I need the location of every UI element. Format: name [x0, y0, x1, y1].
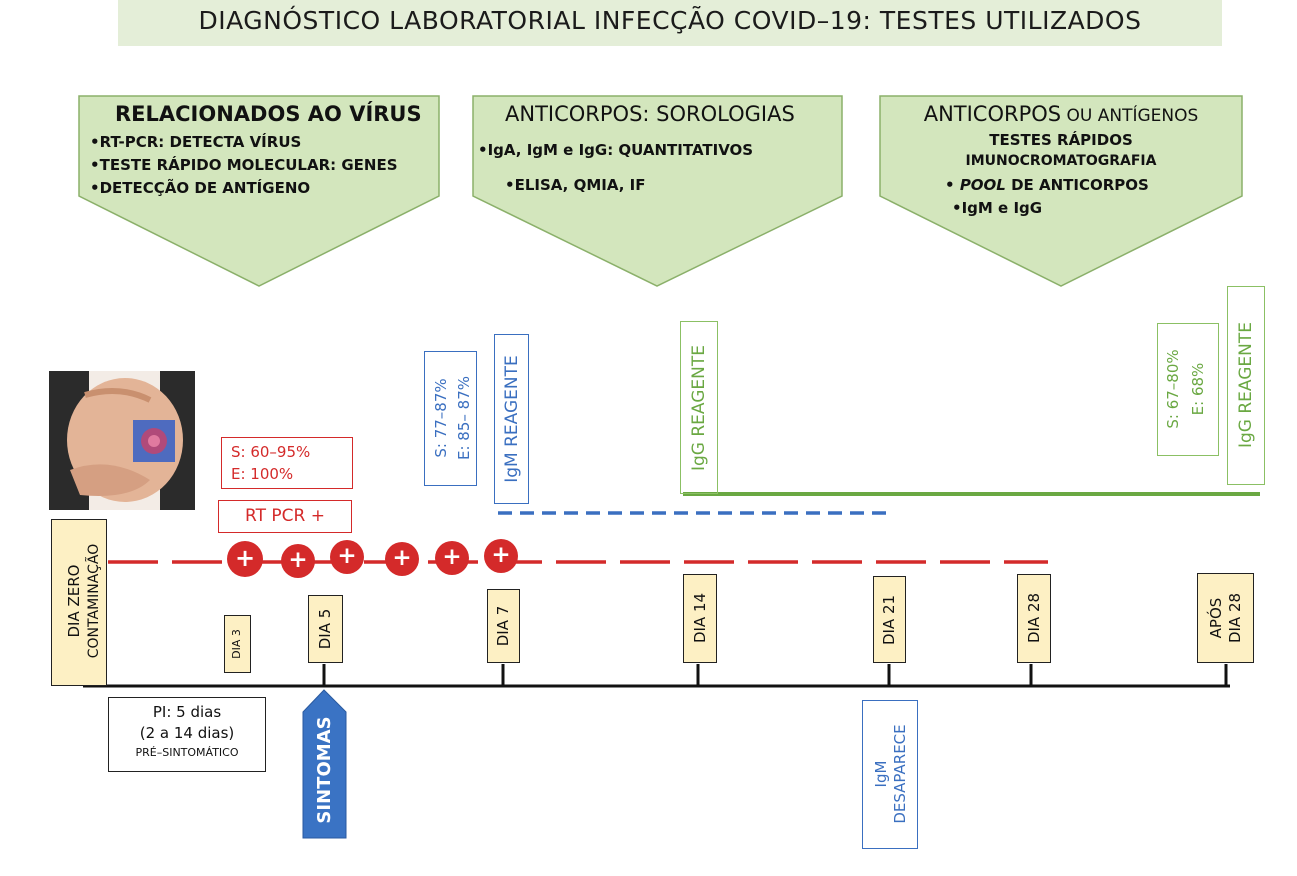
- panel-rapid-heading-bold: ANTICORPOS: [923, 102, 1062, 126]
- incubation-line3: PRÉ–SINTOMÁTICO: [135, 746, 239, 759]
- panel-serology-item: •ELISA, QMIA, IF: [505, 176, 646, 194]
- rtpcr-plus-marker: +: [330, 540, 364, 574]
- incubation-line1: PI: 5 dias: [152, 703, 222, 721]
- day-5-box: [308, 595, 343, 663]
- day-3-label: DIA 3: [230, 629, 243, 659]
- panel-serology-heading: ANTICORPOS: SOROLOGIAS: [505, 102, 795, 126]
- pool-rest: DE ANTICORPOS: [1005, 176, 1149, 194]
- day-zero-label: DIA ZERO: [65, 564, 83, 638]
- rtpcr-sensitivity-box: S: 60–95% E: 100%: [221, 437, 353, 489]
- igg-sensitivity: S: 67–80%: [1164, 349, 1182, 429]
- panel-rapid-heading: ANTICORPOS OU ANTÍGENOS: [880, 102, 1242, 126]
- igg-reagent-label: IgG REAGENTE: [689, 344, 709, 472]
- igg-sensitivity-box: [1157, 323, 1219, 456]
- panel-virus-item: •RT-PCR: DETECTA VÍRUS: [90, 133, 302, 151]
- rtpcr-plus-marker: +: [281, 544, 315, 578]
- panel-rapid-heading-rest: OU ANTÍGENOS: [1061, 106, 1199, 126]
- day-21-label: DIA 21: [880, 594, 898, 646]
- rtpcr-plus-marker: +: [484, 539, 518, 573]
- igm-sensitivity: S: 77–87%: [432, 378, 450, 458]
- rtpcr-sensitivity: S: 60–95%: [231, 443, 311, 461]
- panel-serology-shape: [472, 95, 843, 287]
- panel-rapid-line: •IgM e IgG: [952, 199, 1043, 217]
- panel-virus-heading: RELACIONADOS AO VÍRUS: [115, 102, 422, 126]
- symptoms-label: SINTOMAS: [314, 716, 335, 824]
- day-zero-box: [51, 519, 107, 686]
- igm-reagent-label: IgM REAGENTE: [502, 355, 522, 483]
- pool-italic: POOL: [959, 176, 1006, 194]
- pool-prefix: •: [945, 176, 960, 194]
- day-14-box: [683, 574, 717, 663]
- igg-reagent-late-box: [1227, 286, 1265, 485]
- day-7-label: DIA 7: [494, 605, 512, 647]
- igm-disappears-sub: DESAPARECE: [891, 724, 909, 824]
- panel-rapid-shape: [879, 95, 1243, 287]
- igg-reagent-box: [680, 321, 718, 494]
- rtpcr-positive-label: RT PCR +: [245, 506, 325, 526]
- incubation-line2: (2 a 14 dias): [139, 724, 235, 742]
- day-5-label: DIA 5: [316, 608, 334, 650]
- day-3-box: [224, 615, 251, 673]
- rtpcr-specificity: E: 100%: [231, 465, 294, 483]
- incubation-box: PI: 5 dias (2 a 14 dias) PRÉ–SINTOMÁTICO: [108, 697, 266, 772]
- page-title: DIAGNÓSTICO LABORATORIAL INFECÇÃO COVID–…: [198, 6, 1142, 35]
- igm-specificity: E: 85– 87%: [455, 376, 473, 460]
- day-21-box: [873, 576, 906, 663]
- igg-specificity: E: 68%: [1189, 362, 1207, 416]
- igm-reagent-box: [494, 334, 529, 504]
- rtpcr-plus-marker: +: [435, 541, 469, 575]
- rtpcr-plus-marker: +: [227, 541, 263, 577]
- igm-disappears-box: [862, 700, 918, 849]
- symptoms-arrow: [302, 689, 347, 839]
- igm-sensitivity-box: [424, 351, 477, 486]
- day-28-label: DIA 28: [1025, 592, 1043, 644]
- day-14-label: DIA 14: [691, 592, 709, 644]
- panel-virus-item: •TESTE RÁPIDO MOLECULAR: GENES: [90, 156, 398, 174]
- igg-reagent-late-label: IgG REAGENTE: [1236, 321, 1256, 449]
- rtpcr-plus-marker: +: [385, 542, 419, 576]
- panel-rapid-pool: • POOL DE ANTICORPOS: [945, 176, 1149, 194]
- pregnant-belly-with-virus-icon: [49, 371, 195, 510]
- title-banner: [118, 0, 1222, 46]
- panel-serology-item: •IgA, IgM e IgG: QUANTITATIVOS: [478, 141, 754, 159]
- panel-virus-item: •DETECÇÃO DE ANTÍGENO: [90, 179, 311, 197]
- after-day-28-box: [1197, 573, 1254, 663]
- rtpcr-positive-box: RT PCR +: [218, 500, 352, 533]
- panel-virus-shape: [78, 95, 440, 287]
- panel-rapid-line: IMUNOCROMATOGRAFIA: [965, 153, 1157, 169]
- panel-rapid-line: TESTES RÁPIDOS: [989, 131, 1133, 149]
- day-7-box: [487, 589, 520, 663]
- after-day-28-label: APÓS: [1207, 597, 1225, 639]
- day-zero-sub: CONTAMINAÇÃO: [86, 543, 102, 659]
- after-day-28-sub: DIA 28: [1226, 592, 1244, 644]
- day-28-box: [1017, 574, 1051, 663]
